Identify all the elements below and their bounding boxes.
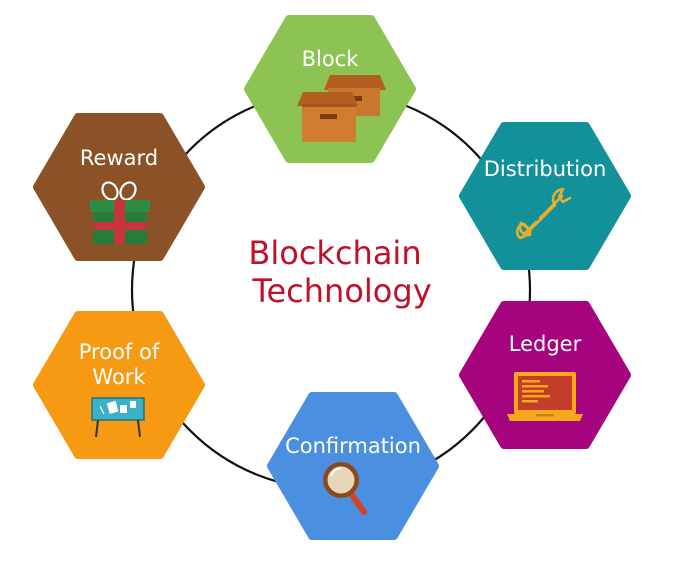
node-confirmation-hexagon [267,392,439,540]
gift-icon [90,181,150,244]
center-title: Blockchain Technology [248,234,431,310]
node-reward-hexagon [33,113,205,261]
node-distribution: Distribution [459,122,631,270]
center-title-line2: Technology [251,272,431,310]
center-title-line1: Blockchain [248,234,421,272]
boxes-icon [297,75,386,142]
node-distribution-hexagon [459,122,631,270]
node-proof-of-work-label-line1: Proof of [79,340,160,364]
node-proof-of-work: Proof of Work [33,311,205,459]
node-block: Block [244,15,416,163]
node-block-label: Block [302,47,360,71]
laptop-icon [507,372,583,421]
node-confirmation: Confirmation [267,392,439,540]
node-distribution-label: Distribution [484,157,607,181]
node-ledger: Ledger [459,301,631,449]
node-confirmation-label: Confirmation [285,434,421,458]
node-reward: Reward [33,113,205,261]
node-ledger-label: Ledger [509,332,582,356]
node-proof-of-work-hexagon [33,311,205,459]
magnifier-icon [323,462,367,515]
node-proof-of-work-label-line2: Work [92,365,146,389]
node-reward-label: Reward [80,146,158,170]
whiteboard-icon [91,397,145,438]
wrench-icon [515,187,572,240]
